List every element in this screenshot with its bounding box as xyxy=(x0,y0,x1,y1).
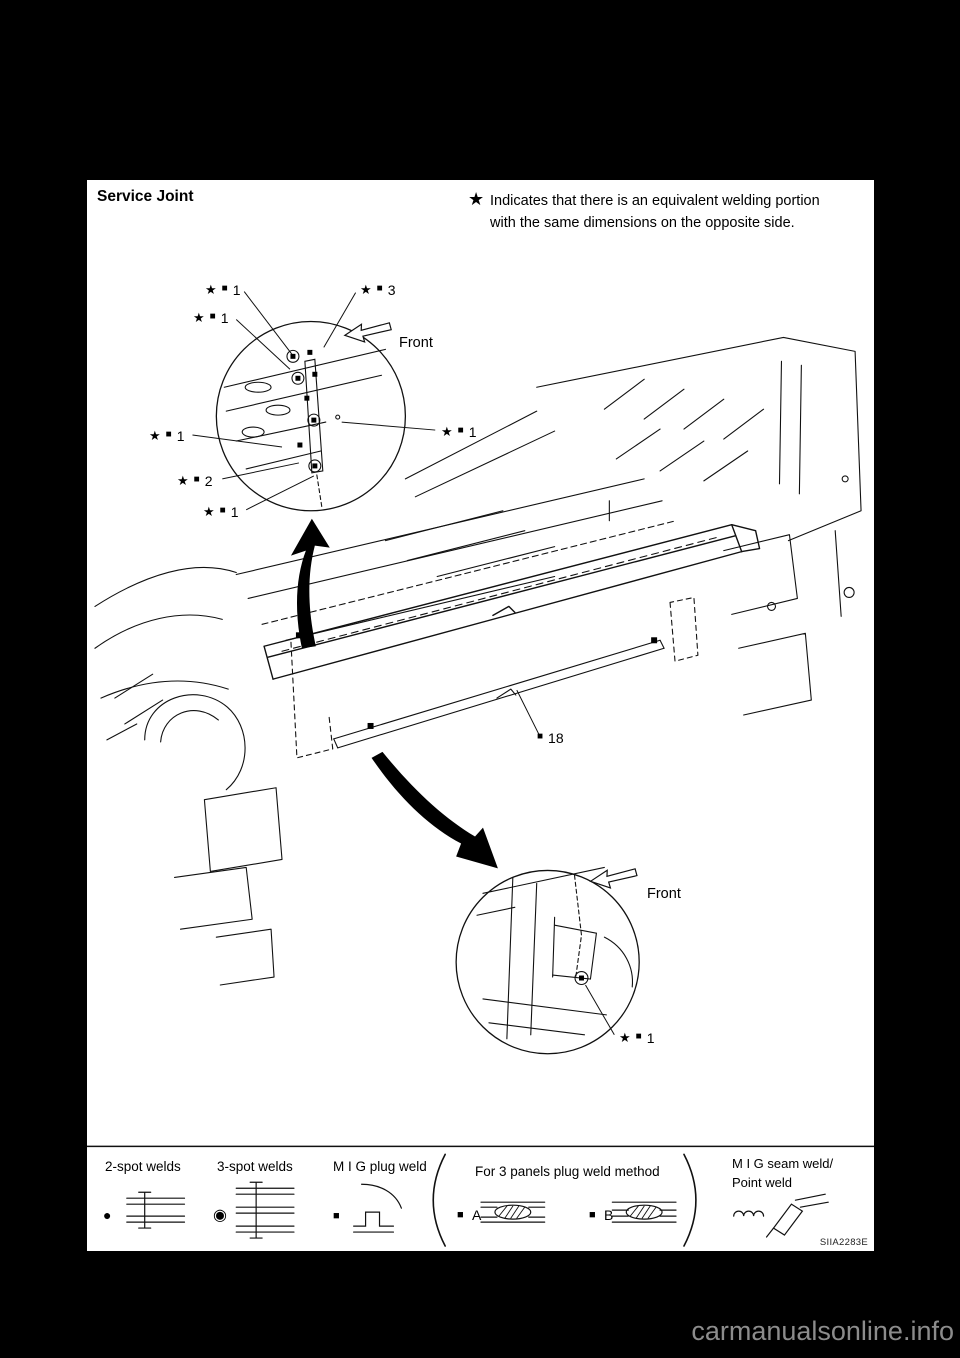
legend-mig-plug-label: M I G plug weld xyxy=(333,1159,427,1174)
figure-code: SIIA2283E xyxy=(819,1237,868,1248)
weld-callout: ★ ■ 1 xyxy=(193,310,229,326)
star-icon: ★ xyxy=(203,504,215,519)
square-icon: ■ xyxy=(165,429,172,440)
content-sheet: Service Joint ★ Indicates that there is … xyxy=(85,178,876,1253)
bottom-detail-weld xyxy=(578,975,584,981)
up-arrow xyxy=(290,518,330,649)
2-spot-weld-icon: ● xyxy=(103,1207,112,1223)
star-icon: ★ xyxy=(360,282,372,297)
square-icon: ■ xyxy=(219,505,226,516)
star-icon: ★ xyxy=(468,189,485,209)
star-icon: ★ xyxy=(205,282,217,297)
page-title: Service Joint xyxy=(97,188,194,205)
star-icon: ★ xyxy=(441,424,453,439)
weld-callout: ★ ■ 1 xyxy=(205,282,241,298)
leader-lines xyxy=(192,291,615,1036)
callout-number: 18 xyxy=(548,730,564,746)
body-linework xyxy=(94,336,862,986)
part-18-callout: ■ 18 xyxy=(537,730,564,746)
square-icon: ■ xyxy=(537,731,544,742)
front-label: Front xyxy=(647,886,681,902)
star-icon: ★ xyxy=(149,428,161,443)
legend-seam-label-2: Point weld xyxy=(732,1175,792,1190)
legend-seam-label-1: M I G seam weld/ xyxy=(732,1156,834,1171)
weld-callout: ★ ■ 1 xyxy=(441,424,477,440)
front-label: Front xyxy=(399,335,433,351)
3-spot-weld-icon: ◉ xyxy=(213,1207,227,1224)
square-icon: ■ xyxy=(457,425,464,436)
weld-callout: ★ ■ 2 xyxy=(177,473,213,489)
note-line-2: with the same dimensions on the opposite… xyxy=(490,215,795,231)
weld-callout: ★ ■ 1 xyxy=(203,504,239,520)
callout-number: 2 xyxy=(204,473,213,489)
star-icon: ★ xyxy=(619,1030,631,1045)
weld-callout: ★ ■ 1 xyxy=(619,1030,655,1046)
mig-plug-weld-icon: ■ xyxy=(333,1210,340,1222)
diagram-linework xyxy=(87,291,874,1247)
weld-callout: ★ ■ 3 xyxy=(360,282,396,298)
legend-symbols xyxy=(87,1145,874,1247)
method-b-square-icon: ■ xyxy=(589,1209,596,1221)
callout-number: 1 xyxy=(646,1030,655,1046)
callout-number: 1 xyxy=(468,424,477,440)
weld-callout: ★ ■ 1 xyxy=(149,428,185,444)
note-line-1: Indicates that there is an equivalent we… xyxy=(490,193,820,209)
square-icon: ■ xyxy=(193,474,200,485)
method-a-square-icon: ■ xyxy=(457,1209,464,1221)
star-icon: ★ xyxy=(193,310,205,325)
callout-number: 1 xyxy=(220,310,229,326)
legend-2-spot-label: 2-spot welds xyxy=(105,1159,181,1174)
method-a-label: A xyxy=(472,1207,482,1223)
top-detail-circle xyxy=(215,320,407,512)
top-detail-welds xyxy=(290,349,318,469)
square-icon: ■ xyxy=(221,283,228,294)
front-arrow-icon xyxy=(343,322,638,889)
down-arrow xyxy=(371,751,498,869)
watermark: carmanualsonline.info xyxy=(691,1316,954,1346)
square-icon: ■ xyxy=(376,283,383,294)
weld-marks xyxy=(295,632,658,729)
callout-number: 3 xyxy=(387,282,396,298)
callout-number: 1 xyxy=(230,504,239,520)
star-icon: ★ xyxy=(177,473,189,488)
square-icon: ■ xyxy=(635,1031,642,1042)
legend-3-panel-label: For 3 panels plug weld method xyxy=(475,1164,660,1179)
callout-number: 1 xyxy=(232,282,241,298)
square-icon: ■ xyxy=(209,311,216,322)
bottom-detail-circle xyxy=(455,866,640,1055)
legend-3-spot-label: 3-spot welds xyxy=(217,1159,293,1174)
callout-number: 1 xyxy=(176,428,185,444)
method-b-label: B xyxy=(604,1207,614,1223)
